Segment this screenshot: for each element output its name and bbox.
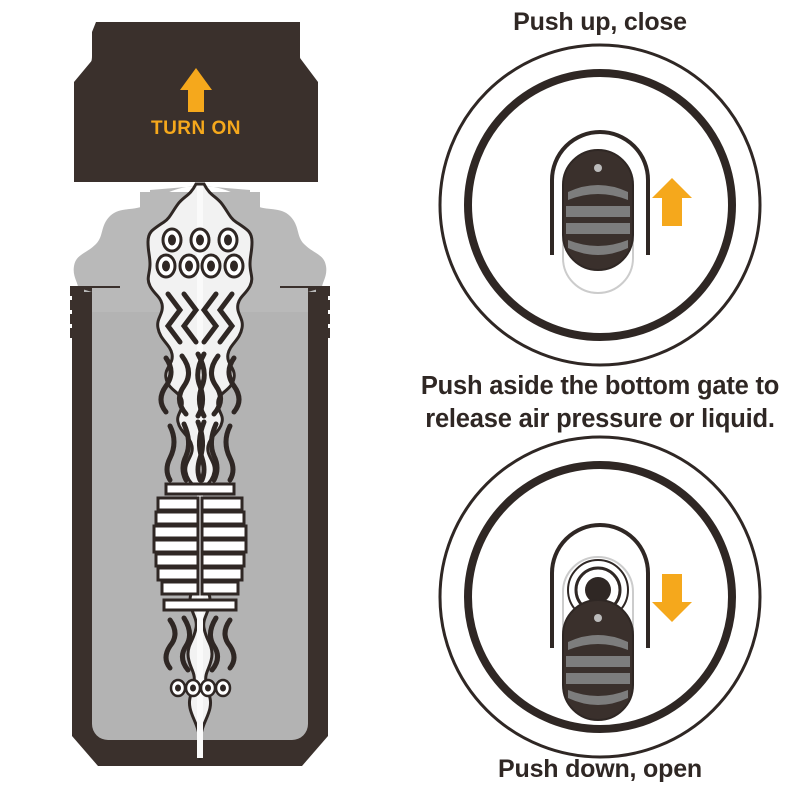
switch-diagrams: [438, 43, 762, 759]
caption-bottom-gate-line2: release air pressure or liquid.: [425, 405, 775, 433]
switch-diagram-open: [438, 435, 762, 759]
arrow-up-icon: [180, 68, 212, 112]
texture-ring-dots-upper: [155, 227, 245, 279]
slider-track: [550, 130, 650, 255]
slider-track: [550, 523, 650, 648]
texture-fan-waves: [164, 419, 236, 483]
device-illustration: TURN ON: [70, 22, 330, 766]
texture-ribbed-cones: [152, 496, 248, 596]
caption-push-down-open: Push down, open: [498, 755, 702, 783]
texture-ring-dots-lower: [169, 678, 232, 698]
arrow-up-icon: [652, 178, 692, 226]
slider-thumb[interactable]: [562, 149, 634, 271]
inner-sleeve-texture: [146, 182, 254, 760]
slider-thumb[interactable]: [562, 599, 634, 721]
switch-diagram-closed: [438, 43, 762, 367]
texture-separator-bands: [162, 482, 238, 612]
switch-instructions-panel: Push up, close Push aside the bottom gat…: [400, 0, 800, 800]
turn-on-label: TURN ON: [151, 118, 241, 139]
texture-zigzag-lower: [163, 615, 237, 673]
texture-zigzag-upper: [164, 291, 236, 345]
caption-push-up-close: Push up, close: [513, 8, 687, 36]
device-cross-section-panel: TURN ON: [70, 22, 330, 766]
caption-bottom-gate: Push aside the bottom gate to release ai…: [400, 370, 800, 436]
thread-notches-right: [316, 286, 330, 338]
arrow-down-icon: [652, 574, 692, 622]
caption-bottom-gate-line1: Push aside the bottom gate to: [420, 372, 780, 400]
texture-crosshatch-waves: [158, 351, 242, 419]
